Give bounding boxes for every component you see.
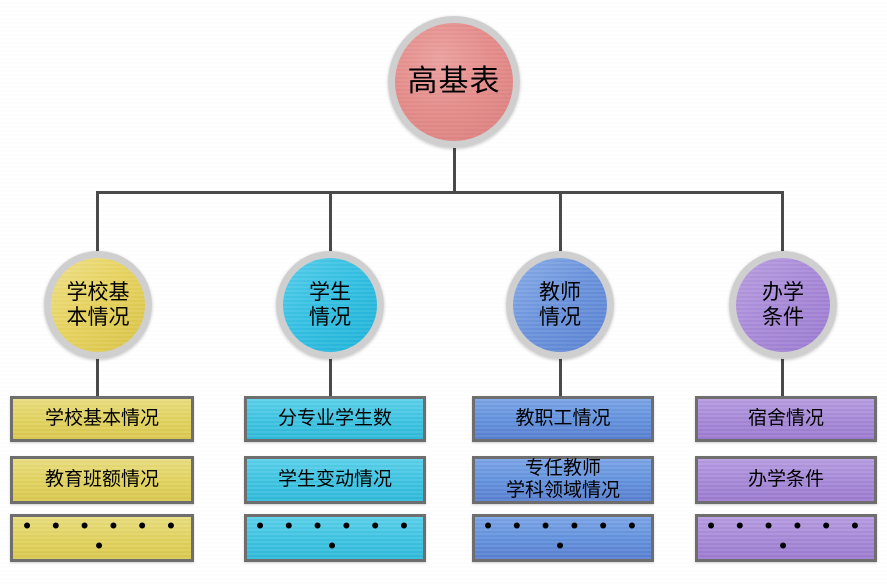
- box-teachers-item-3[interactable]: • • • • • • •: [472, 514, 654, 562]
- connector-drop-students: [329, 191, 332, 259]
- node-branch-school[interactable]: 学校基 本情况: [44, 251, 152, 359]
- node-root[interactable]: 高基表: [388, 16, 520, 148]
- connector-drop-school: [96, 191, 99, 259]
- box-students-item-1[interactable]: 分专业学生数: [244, 396, 426, 442]
- box-conditions-item-3-label: • • • • • • •: [705, 517, 867, 557]
- connector-drop-teachers: [559, 191, 562, 259]
- node-branch-school-label: 学校基 本情况: [66, 280, 130, 329]
- box-conditions-item-2-label: 办学条件: [747, 468, 824, 491]
- box-school-item-2-label: 教育班额情况: [44, 468, 159, 491]
- box-teachers-item-3-label: • • • • • • •: [482, 517, 644, 557]
- box-school-item-1[interactable]: 学校基本情况: [10, 396, 194, 442]
- node-branch-students-label: 学生 情况: [309, 280, 351, 329]
- connector-root-down: [453, 148, 456, 193]
- connector-conditions-to-boxes: [781, 358, 784, 398]
- node-branch-teachers-label: 教师 情况: [539, 280, 581, 329]
- node-branch-conditions[interactable]: 办学 条件: [729, 251, 837, 359]
- box-students-item-2[interactable]: 学生变动情况: [244, 456, 426, 504]
- box-students-item-1-label: 分专业学生数: [277, 407, 392, 430]
- box-teachers-item-2[interactable]: 专任教师 学科领域情况: [472, 456, 654, 504]
- connector-school-to-boxes: [96, 358, 99, 398]
- connector-drop-conditions: [781, 191, 784, 259]
- connector-horizontal-bus: [96, 191, 784, 194]
- connector-teachers-to-boxes: [559, 358, 562, 398]
- node-branch-students[interactable]: 学生 情况: [276, 251, 384, 359]
- box-teachers-item-1[interactable]: 教职工情况: [472, 396, 654, 442]
- box-teachers-item-1-label: 教职工情况: [515, 407, 611, 430]
- node-branch-conditions-label: 办学 条件: [762, 280, 804, 329]
- box-school-item-1-label: 学校基本情况: [44, 407, 159, 430]
- box-teachers-item-2-label: 专任教师 学科领域情况: [505, 457, 620, 501]
- node-branch-teachers[interactable]: 教师 情况: [506, 251, 614, 359]
- box-students-item-3-label: • • • • • • •: [254, 517, 416, 557]
- box-students-item-2-label: 学生变动情况: [277, 468, 392, 491]
- box-students-item-3[interactable]: • • • • • • •: [244, 514, 426, 562]
- node-root-label: 高基表: [407, 64, 501, 100]
- box-conditions-item-1[interactable]: 宿舍情况: [695, 396, 877, 442]
- box-school-item-3-label: • • • • • • •: [21, 517, 183, 557]
- connector-students-to-boxes: [329, 358, 332, 398]
- box-school-item-3[interactable]: • • • • • • •: [10, 514, 194, 562]
- box-conditions-item-2[interactable]: 办学条件: [695, 456, 877, 504]
- box-school-item-2[interactable]: 教育班额情况: [10, 456, 194, 504]
- box-conditions-item-1-label: 宿舍情况: [747, 407, 824, 430]
- box-conditions-item-3[interactable]: • • • • • • •: [695, 514, 877, 562]
